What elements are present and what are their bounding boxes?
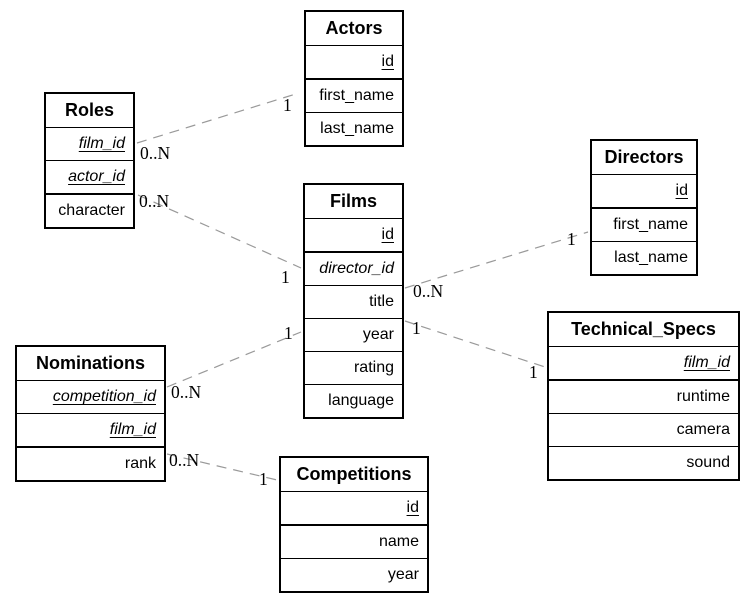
field-label: rating xyxy=(353,359,394,376)
field-row: first_name xyxy=(306,80,402,113)
field-label: title xyxy=(369,293,394,310)
field-label: first_name xyxy=(613,216,688,233)
field-row: title xyxy=(305,286,402,319)
field-label: last_name xyxy=(614,249,688,266)
cardinality-label: 0..N xyxy=(413,281,444,301)
field-row: id xyxy=(281,492,427,526)
field-row: character xyxy=(46,195,133,227)
field-label: id xyxy=(406,499,419,516)
field-label: film_id xyxy=(683,354,730,371)
table-title: Films xyxy=(305,185,402,219)
connector-nominations-competitions xyxy=(166,453,278,481)
field-row: sound xyxy=(549,447,738,479)
field-row: film_id xyxy=(17,414,164,448)
field-label: film_id xyxy=(78,135,125,152)
table-title: Technical_Specs xyxy=(549,313,738,347)
entity-table-roles: Roles film_id actor_id character xyxy=(44,92,135,229)
cardinality-label: 1 xyxy=(412,318,421,338)
cardinality-label: 0..N xyxy=(169,450,200,470)
connector-roles-actors xyxy=(136,92,300,144)
field-row: year xyxy=(305,319,402,352)
cardinality-label: 1 xyxy=(529,362,538,382)
field-row: name xyxy=(281,526,427,559)
field-row: competition_id xyxy=(17,381,164,414)
field-label: language xyxy=(328,392,394,409)
field-label: id xyxy=(381,53,394,70)
field-label: runtime xyxy=(676,388,730,405)
cardinality-label: 1 xyxy=(259,469,268,489)
field-label: id xyxy=(381,226,394,243)
field-label: competition_id xyxy=(52,388,156,405)
cardinality-label: 0..N xyxy=(139,191,170,211)
field-label: id xyxy=(675,182,688,199)
entity-table-directors: Directors id first_name last_name xyxy=(590,139,698,276)
field-row: actor_id xyxy=(46,161,133,195)
field-row: film_id xyxy=(46,128,133,161)
connector-roles-films xyxy=(137,194,302,269)
cardinality-label: 1 xyxy=(284,323,293,343)
connector-films-technical-specs xyxy=(404,320,546,368)
field-row: year xyxy=(281,559,427,591)
field-label: first_name xyxy=(319,87,394,104)
cardinality-label: 1 xyxy=(283,95,292,115)
cardinality-label: 0..N xyxy=(171,382,202,402)
field-row: film_id xyxy=(549,347,738,381)
entity-table-competitions: Competitions id name year xyxy=(279,456,429,593)
cardinality-label: 0..N xyxy=(140,143,171,163)
field-row: id xyxy=(306,46,402,80)
field-row: rating xyxy=(305,352,402,385)
field-row: language xyxy=(305,385,402,417)
field-label: camera xyxy=(676,421,730,438)
connector-films-directors xyxy=(404,231,589,289)
field-row: runtime xyxy=(549,381,738,414)
field-label: rank xyxy=(124,455,156,472)
field-label: sound xyxy=(686,454,730,471)
field-row: camera xyxy=(549,414,738,447)
field-label: film_id xyxy=(109,421,156,438)
field-label: name xyxy=(378,533,419,550)
table-title: Actors xyxy=(306,12,402,46)
entity-table-nominations: Nominations competition_id film_id rank xyxy=(15,345,166,482)
connector-nominations-films xyxy=(166,331,302,388)
field-row: last_name xyxy=(592,242,696,274)
field-label: actor_id xyxy=(68,168,125,185)
table-title: Roles xyxy=(46,94,133,128)
cardinality-label: 1 xyxy=(567,229,576,249)
field-row: first_name xyxy=(592,209,696,242)
field-label: year xyxy=(387,566,419,583)
entity-table-technical-specs: Technical_Specs film_id runtime camera s… xyxy=(547,311,740,481)
field-label: character xyxy=(58,202,125,219)
field-row: id xyxy=(305,219,402,253)
table-title: Competitions xyxy=(281,458,427,492)
table-title: Nominations xyxy=(17,347,164,381)
field-row: rank xyxy=(17,448,164,480)
field-row: id xyxy=(592,175,696,209)
field-label: year xyxy=(362,326,394,343)
cardinality-label: 1 xyxy=(281,267,290,287)
entity-table-actors: Actors id first_name last_name xyxy=(304,10,404,147)
field-row: director_id xyxy=(305,253,402,286)
field-label: last_name xyxy=(320,120,394,137)
field-label: director_id xyxy=(319,260,394,277)
field-row: last_name xyxy=(306,113,402,145)
table-title: Directors xyxy=(592,141,696,175)
entity-table-films: Films id director_id title year rating l… xyxy=(303,183,404,419)
